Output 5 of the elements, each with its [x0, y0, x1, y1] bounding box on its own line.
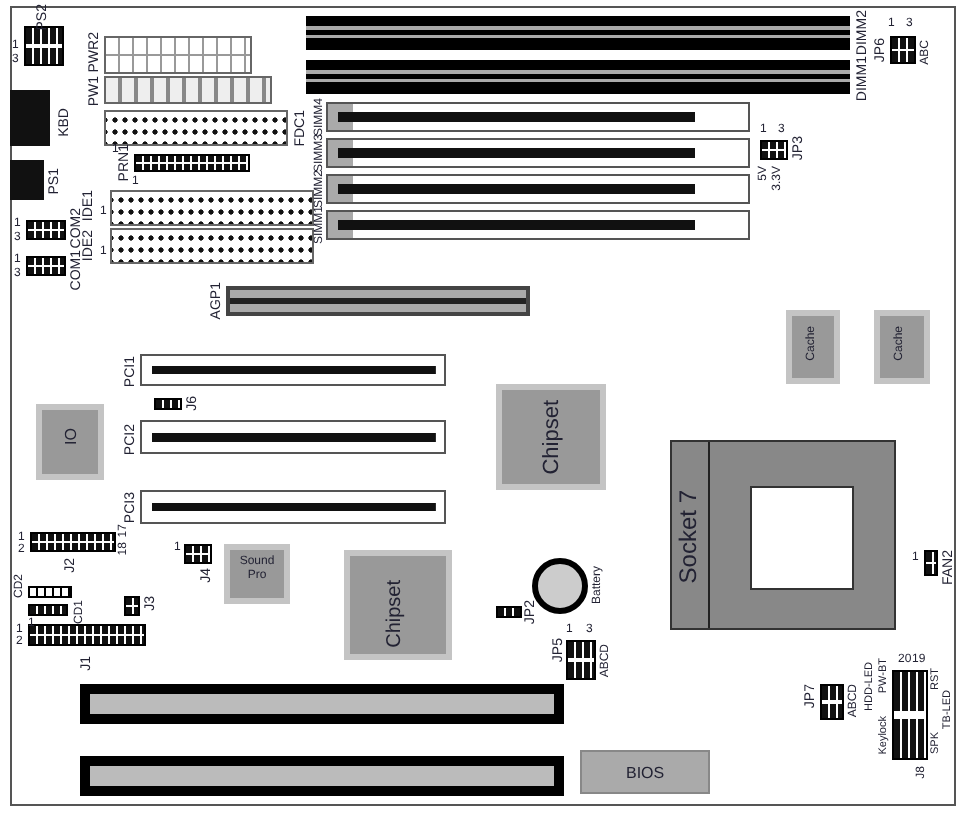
component-label: BIOS — [626, 764, 665, 782]
component-label: Chipset — [540, 400, 564, 475]
component-label: Chipset — [384, 580, 406, 648]
component-label: Socket 7 — [676, 490, 702, 584]
component-label: IO — [62, 428, 80, 445]
